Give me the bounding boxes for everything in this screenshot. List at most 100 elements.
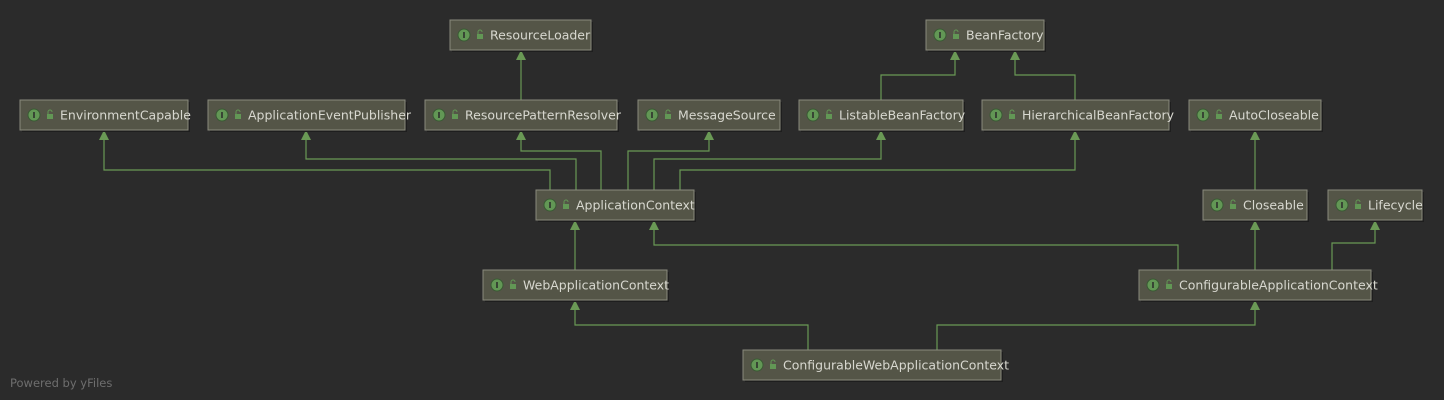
interface-badge-icon: [806, 108, 820, 122]
arrowhead: [1070, 130, 1080, 140]
interface-node-listable-bean-factory[interactable]: I ListableBeanFactory: [798, 99, 966, 132]
interface-node-message-source[interactable]: I MessageSource: [637, 99, 782, 132]
arrowhead: [1250, 300, 1260, 310]
interface-node-environment-capable[interactable]: I EnvironmentCapable: [19, 99, 191, 132]
public-visibility-icon: [510, 279, 516, 289]
public-visibility-icon: [1355, 199, 1361, 209]
inheritance-edge: [1010, 50, 1076, 100]
arrowhead: [301, 130, 311, 140]
edge-line: [627, 130, 710, 190]
node-label: WebApplicationContext: [523, 278, 669, 293]
interface-badge-icon: [1335, 198, 1349, 212]
interface-node-closeable[interactable]: I Closeable: [1202, 189, 1309, 222]
interface-badge-letter: I: [756, 361, 759, 370]
arrowhead: [1250, 130, 1260, 140]
public-visibility-icon: [1166, 279, 1172, 289]
inheritance-edge: [1250, 130, 1260, 190]
interface-badge-icon: [457, 28, 471, 42]
inheritance-edge: [516, 50, 526, 100]
inheritance-edge: [936, 300, 1260, 350]
edges-layer: [99, 50, 1380, 350]
interface-badge-icon: [27, 108, 41, 122]
node-label: ConfigurableApplicationContext: [1179, 278, 1378, 293]
inheritance-edge: [99, 130, 551, 190]
edge-line: [520, 130, 602, 190]
edge-line: [305, 130, 577, 190]
public-visibility-icon: [235, 109, 241, 119]
public-visibility-icon: [770, 359, 776, 369]
interface-badge-letter: I: [939, 31, 942, 40]
interface-badge-icon: [432, 108, 446, 122]
interface-badge-letter: I: [1216, 201, 1219, 210]
public-visibility-icon: [477, 29, 483, 39]
interface-node-web-application-context[interactable]: I WebApplicationContext: [482, 269, 669, 302]
arrowhead: [1250, 220, 1260, 230]
inheritance-edge: [301, 130, 577, 190]
edge-line: [574, 300, 809, 350]
interface-badge-icon: [933, 28, 947, 42]
public-visibility-icon: [665, 109, 671, 119]
interface-badge-letter: I: [651, 111, 654, 120]
node-label: Lifecycle: [1368, 198, 1423, 213]
interface-badge-letter: I: [438, 111, 441, 120]
interface-badge-icon: [645, 108, 659, 122]
node-label: ResourceLoader: [490, 28, 591, 43]
interface-badge-letter: I: [496, 281, 499, 290]
edge-line: [653, 130, 882, 190]
public-visibility-icon: [826, 109, 832, 119]
node-label: HierarchicalBeanFactory: [1022, 108, 1175, 123]
arrowhead: [950, 50, 960, 60]
inheritance-edge: [516, 130, 602, 190]
public-visibility-icon: [1009, 109, 1015, 119]
node-label: ConfigurableWebApplicationContext: [783, 358, 1009, 373]
interface-node-resource-loader[interactable]: I ResourceLoader: [449, 19, 593, 52]
node-label: ResourcePatternResolver: [465, 108, 622, 123]
interface-node-resource-pattern-resolver[interactable]: I ResourcePatternResolver: [424, 99, 622, 132]
arrowhead: [1370, 220, 1380, 230]
node-label: Closeable: [1243, 198, 1304, 213]
interface-badge-icon: [543, 198, 557, 212]
public-visibility-icon: [452, 109, 458, 119]
node-label: BeanFactory: [966, 28, 1044, 43]
interface-node-lifecycle[interactable]: I Lifecycle: [1327, 189, 1424, 222]
interface-badge-letter: I: [812, 111, 815, 120]
inheritance-edge: [627, 130, 714, 190]
inheritance-edge: [880, 50, 960, 100]
interface-badge-icon: [1210, 198, 1224, 212]
interface-node-configurable-web-application-context[interactable]: I ConfigurableWebApplicationContext: [742, 349, 1009, 382]
interface-badge-icon: [215, 108, 229, 122]
node-label: ListableBeanFactory: [839, 108, 966, 123]
interface-node-bean-factory[interactable]: I BeanFactory: [925, 19, 1046, 52]
public-visibility-icon: [563, 199, 569, 209]
interface-badge-icon: [1196, 108, 1210, 122]
interface-node-hierarchical-bean-factory[interactable]: I HierarchicalBeanFactory: [981, 99, 1175, 132]
edge-line: [103, 130, 551, 190]
node-label: MessageSource: [678, 108, 776, 123]
arrowhead: [1010, 50, 1020, 60]
arrowhead: [649, 220, 659, 230]
node-label: ApplicationContext: [576, 198, 695, 213]
interface-badge-letter: I: [463, 31, 466, 40]
node-label: EnvironmentCapable: [60, 108, 191, 123]
node-label: AutoCloseable: [1229, 108, 1319, 123]
interface-badge-letter: I: [995, 111, 998, 120]
arrowhead: [570, 300, 580, 310]
interface-node-application-context[interactable]: I ApplicationContext: [535, 189, 696, 222]
arrowhead: [99, 130, 109, 140]
interface-badge-letter: I: [1341, 201, 1344, 210]
powered-by-footer: Powered by yFiles: [10, 376, 113, 390]
inheritance-edge: [679, 130, 1080, 190]
public-visibility-icon: [47, 109, 53, 119]
interface-badge-letter: I: [549, 201, 552, 210]
edge-line: [653, 220, 1179, 270]
interface-badge-letter: I: [33, 111, 36, 120]
interface-badge-icon: [750, 358, 764, 372]
edge-line: [880, 50, 956, 100]
arrowhead: [876, 130, 886, 140]
edge-line: [1014, 50, 1076, 100]
inheritance-edge: [570, 220, 580, 270]
